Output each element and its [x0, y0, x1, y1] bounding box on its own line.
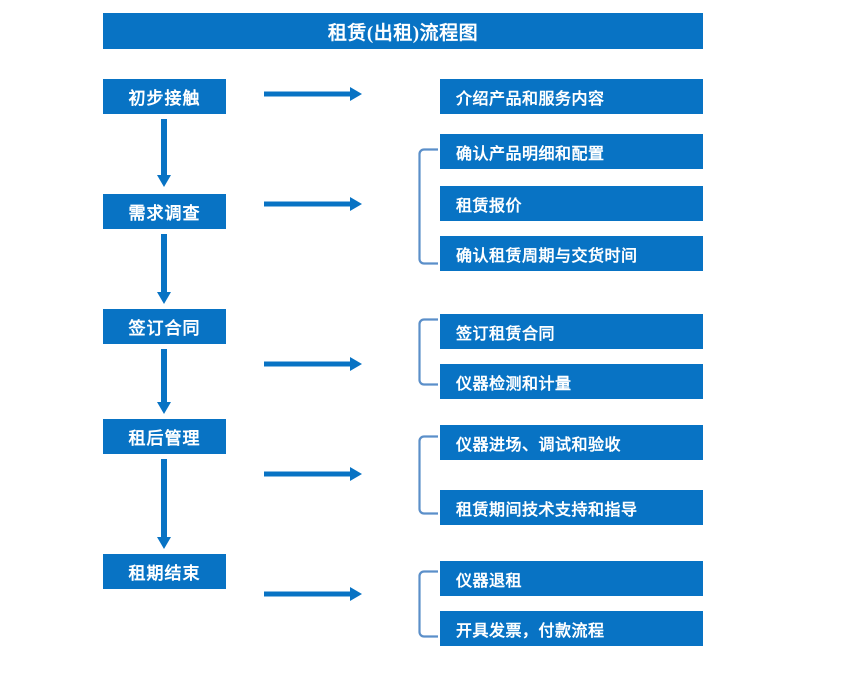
stage-box-demand-survey[interactable]: 需求调查	[103, 194, 226, 229]
diagram-title: 租赁(出租)流程图	[103, 13, 703, 49]
stage-box-initial-contact[interactable]: 初步接触	[103, 79, 226, 114]
bracket-group-demand-icon	[418, 148, 438, 265]
detail-box-instrument-return[interactable]: 仪器退租	[440, 561, 703, 596]
stage-box-rental-end[interactable]: 租期结束	[103, 554, 226, 589]
stage-box-sign-contract[interactable]: 签订合同	[103, 309, 226, 344]
arrow-stage-5-to-details-icon	[264, 586, 362, 602]
arrow-stage-4-to-details-icon	[264, 466, 362, 482]
bracket-group-contract-icon	[418, 318, 438, 386]
arrow-stage-2-to-details-icon	[264, 196, 362, 212]
bracket-group-end-icon	[418, 570, 438, 638]
detail-box-confirm-product-details[interactable]: 确认产品明细和配置	[440, 134, 703, 169]
detail-box-invoice-payment[interactable]: 开具发票，付款流程	[440, 611, 703, 646]
arrow-stage-1-to-stage-2-icon	[156, 119, 172, 187]
stage-box-post-rental-management[interactable]: 租后管理	[103, 419, 226, 454]
arrow-stage-2-to-stage-3-icon	[156, 234, 172, 304]
arrow-stage-3-to-details-icon	[264, 356, 362, 372]
arrow-stage-4-to-stage-5-icon	[156, 459, 172, 549]
detail-box-instrument-inspection[interactable]: 仪器检测和计量	[440, 364, 703, 399]
detail-box-confirm-period-delivery[interactable]: 确认租赁周期与交货时间	[440, 236, 703, 271]
arrow-stage-1-to-details-icon	[264, 86, 362, 102]
detail-box-introduce-products[interactable]: 介绍产品和服务内容	[440, 79, 703, 114]
detail-box-technical-support[interactable]: 租赁期间技术支持和指导	[440, 490, 703, 525]
arrow-stage-3-to-stage-4-icon	[156, 349, 172, 414]
bracket-group-management-icon	[418, 435, 438, 515]
detail-box-rental-quote[interactable]: 租赁报价	[440, 186, 703, 221]
detail-box-instrument-entry-commissioning[interactable]: 仪器进场、调试和验收	[440, 425, 703, 460]
detail-box-sign-rental-contract[interactable]: 签订租赁合同	[440, 314, 703, 349]
